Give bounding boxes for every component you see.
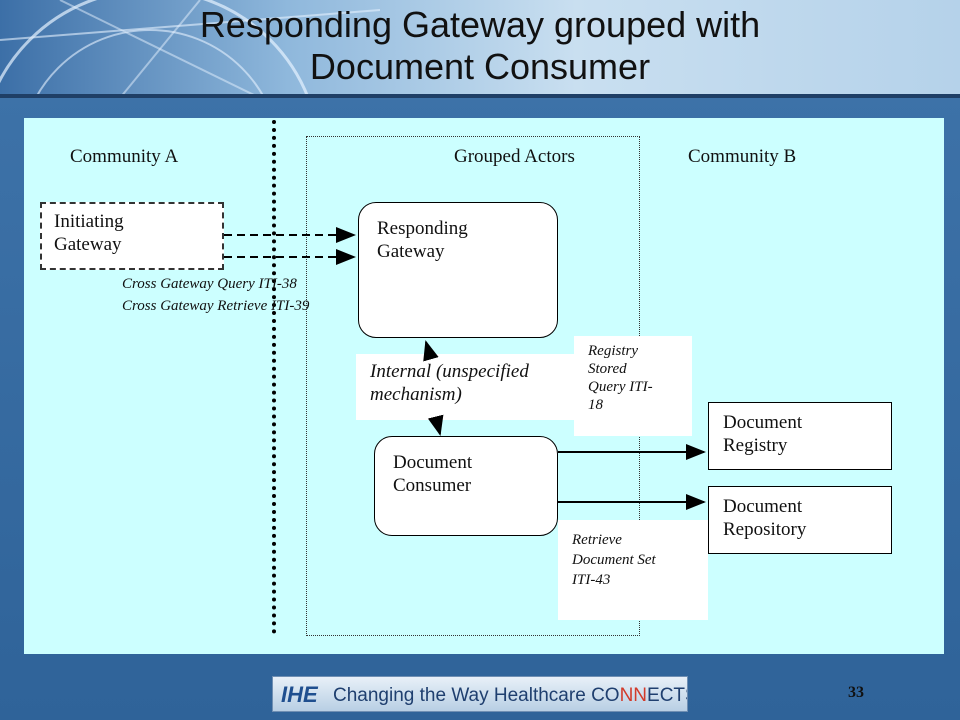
connector-layer [224, 227, 706, 510]
rsq-line-2: Stored [588, 361, 627, 377]
title-line-2: Document Consumer [309, 46, 651, 87]
grouped-actors-label: Grouped Actors [454, 146, 575, 167]
document-consumer-line-2: Consumer [393, 475, 472, 496]
retrieve-document-set-box: Retrieve Document Set ITI-43 [558, 520, 708, 620]
document-repository-line-2: Repository [723, 519, 807, 540]
document-repository-box: Document Repository [708, 486, 892, 554]
document-registry-line-1: Document [723, 412, 803, 433]
internal-up-arrow [423, 340, 439, 362]
responding-gateway-box: Responding Gateway [358, 202, 558, 338]
initiating-gateway-box: Initiating Gateway [40, 202, 224, 270]
ihe-mark: IHE [281, 682, 319, 707]
globe-graphic [0, 0, 380, 98]
community-b-label: Community B [688, 146, 797, 167]
rsq-line-4: 18 [588, 397, 603, 413]
page-number: 33 [848, 684, 864, 701]
logo-part-d: ECTS [647, 685, 687, 706]
community-a-label: Community A [70, 146, 179, 167]
logo-part-c: NN [620, 685, 647, 706]
document-consumer-box: Document Consumer [374, 436, 558, 536]
title-line-1: Responding Gateway grouped with [199, 4, 761, 45]
logo-part-a: Changing the Way Healthcare [333, 685, 591, 706]
document-consumer-line-1: Document [393, 452, 473, 473]
slide-title: Responding Gateway grouped with Document… [80, 4, 880, 88]
initiating-gateway-line-1: Initiating [54, 211, 124, 232]
diagram-canvas: Community A Grouped Actors Community B I… [24, 118, 944, 654]
responding-gateway-line-1: Responding [377, 218, 468, 239]
community-divider [272, 120, 276, 634]
responding-gateway-line-2: Gateway [377, 241, 445, 262]
logo-tagline: Changing the Way Healthcare CONNECTS [333, 685, 687, 706]
rsq-line-3: Query ITI- [588, 379, 653, 395]
header-divider [0, 94, 960, 98]
internal-mechanism-line-1: Internal (unspecified [370, 361, 529, 382]
internal-mechanism-box: Internal (unspecified mechanism) [356, 354, 594, 420]
document-registry-box: Document Registry [708, 402, 892, 470]
registry-stored-query-box: Registry Stored Query ITI- 18 [574, 336, 692, 436]
initiating-gateway-line-2: Gateway [54, 234, 122, 255]
rds-line-1: Retrieve [572, 532, 622, 548]
header-banner: Responding Gateway grouped with Document… [0, 0, 960, 98]
document-registry-line-2: Registry [723, 435, 788, 456]
document-repository-line-1: Document [723, 496, 803, 517]
logo-part-b: CO [591, 685, 620, 706]
cross-gateway-query-label: Cross Gateway Query ITI-38 [122, 276, 297, 292]
footer-logo: IHE Changing the Way Healthcare CONNECTS [272, 676, 698, 712]
cross-gateway-retrieve-label: Cross Gateway Retrieve ITI-39 [122, 298, 310, 314]
rds-line-3: ITI-43 [572, 572, 611, 588]
internal-down-arrow [427, 414, 444, 436]
rsq-line-1: Registry [588, 343, 638, 359]
internal-mechanism-line-2: mechanism) [370, 384, 462, 405]
ihe-logo: IHE Changing the Way Healthcare CONNECTS [281, 682, 698, 707]
rds-line-2: Document Set [572, 552, 656, 568]
